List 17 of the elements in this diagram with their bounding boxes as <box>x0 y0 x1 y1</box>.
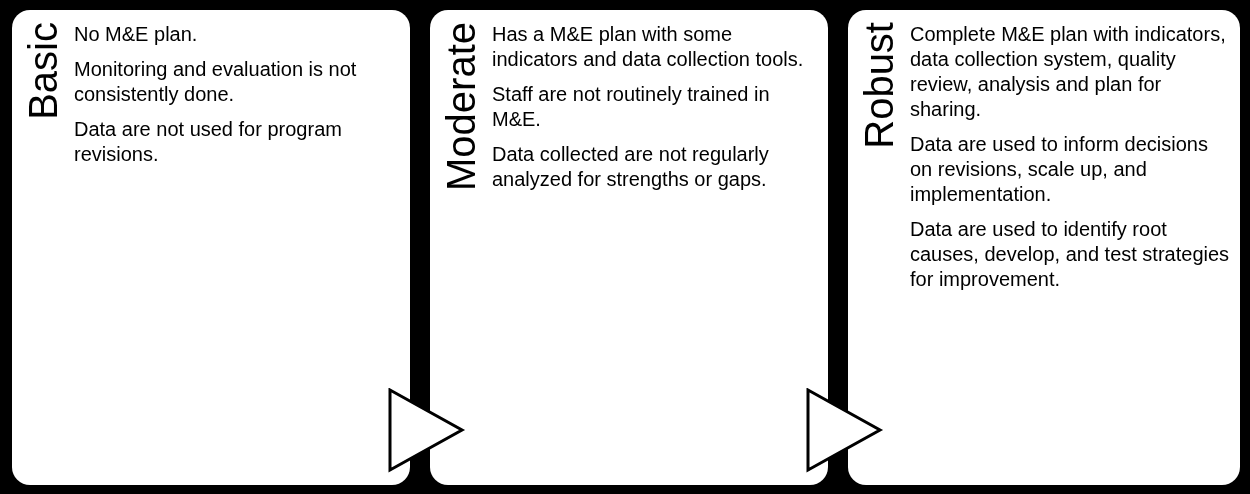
description-text: Monitoring and evaluation is not consistently done. <box>74 57 358 107</box>
description-text: No M&E plan. <box>74 22 199 47</box>
description-text: Complete M&E plan with indicators, data collection system, quality review, analysis and plan for sharing. <box>910 22 1227 122</box>
stage-card <box>12 10 410 485</box>
chevron-arrow <box>388 388 464 472</box>
description-text: Data are used to inform decisions on revisions, scale up, and implementation. <box>910 132 1209 207</box>
stage-title: Robust <box>856 22 902 149</box>
chevron-arrow <box>806 388 882 472</box>
description-text: Data collected are not regularly analyzed for strengths or gaps. <box>492 142 770 192</box>
description-text: Data are used to identify root causes, develop, and test strategies for improvement. <box>910 217 1231 292</box>
stage-title: Moderate <box>438 22 484 191</box>
stage-card <box>430 10 828 485</box>
description-text: Staff are not routinely trained in M&E. <box>492 82 771 132</box>
stage-card <box>848 10 1240 485</box>
description-text: Data are not used for program revisions. <box>74 117 343 167</box>
description-text: Has a M&E plan with some indicators and data collection tools. <box>492 22 805 72</box>
stage-title: Basic <box>20 22 66 120</box>
